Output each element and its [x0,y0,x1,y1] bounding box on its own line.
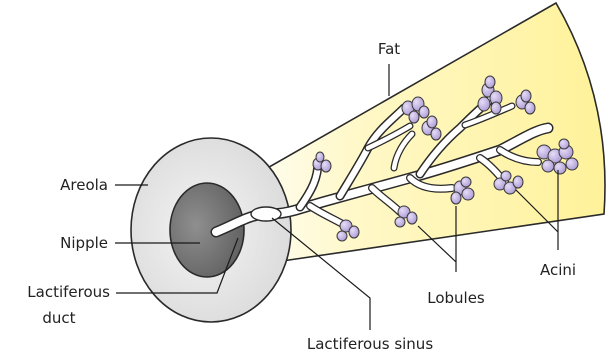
label-areola: Areola [60,176,108,194]
label-lactiferous-duct-line2: duct [42,309,75,327]
label-lactiferous-duct-line1: Lactiferous [27,283,110,301]
lactiferous-sinus-shape [251,207,281,221]
label-fat: Fat [378,40,400,58]
label-lobules: Lobules [427,289,485,307]
label-nipple: Nipple [60,234,108,252]
label-lactiferous-sinus: Lactiferous sinus [307,335,433,353]
label-acini: Acini [540,261,576,279]
